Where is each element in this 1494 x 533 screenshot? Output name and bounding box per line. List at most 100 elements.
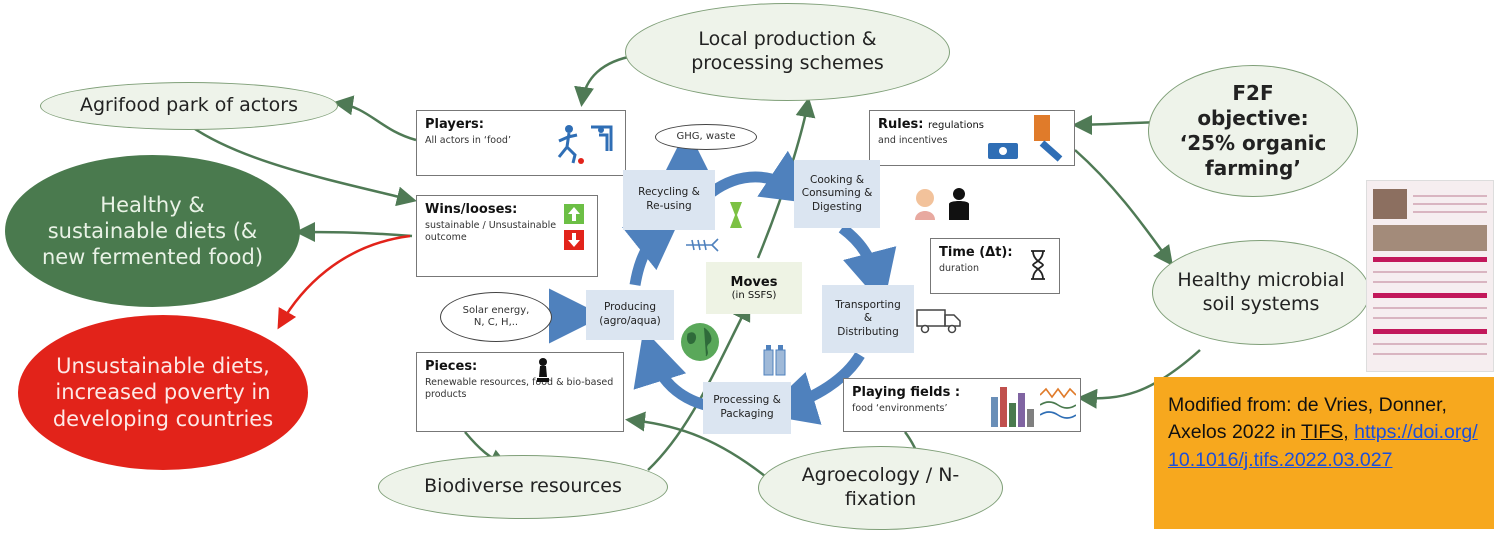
step-transporting: Transporting & Distributing	[822, 285, 914, 353]
recycle-bin-icon	[730, 202, 742, 228]
players-sub: All actors in ‘food’	[425, 135, 511, 146]
thumbnail-table-row	[1373, 353, 1487, 355]
agroecology-ellipse: Agroecology / N-fixation	[758, 446, 1003, 530]
biodiverse-resources-ellipse: Biodiverse resources	[378, 455, 668, 519]
thumbnail-table-row	[1373, 343, 1487, 345]
unsustainable-diets-label: Unsustainable diets, increased poverty i…	[52, 354, 274, 431]
arrow-microbial-to-fields	[1077, 349, 1201, 409]
pieces-title: Pieces:	[425, 359, 478, 374]
solar-energy-label: Solar energy, N, C, H,..	[462, 304, 530, 329]
rules-box: Rules: regulations and incentives	[869, 110, 1075, 166]
arrow-biodiverse-to-moves	[647, 300, 751, 471]
arrow-agroecology-to-pieces	[625, 411, 771, 481]
thumbnail-text-line	[1413, 195, 1487, 197]
step-producing-label: Producing (agro/aqua)	[599, 301, 661, 327]
f2f-objective-ellipse: F2F objective: ‘25% organic farming’	[1148, 65, 1358, 197]
arrow-rules-to-microbial	[1074, 149, 1173, 267]
bar-chart-icon	[991, 387, 1034, 427]
step-producing: Producing (agro/aqua)	[586, 290, 674, 340]
thumbnail-table-header	[1373, 329, 1487, 334]
pieces-box: Pieces: Renewable resources, food & bio-…	[416, 352, 624, 432]
step-recycling-label: Recycling & Re-using	[638, 186, 700, 212]
f2f-objective-label: F2F objective: ‘25% organic farming’	[1179, 81, 1327, 180]
journal-link[interactable]: TIFS,	[1301, 421, 1349, 444]
time-box: Time (Δt): duration	[930, 238, 1060, 294]
rules-title-rest: regulations	[928, 120, 985, 131]
agrifood-park-label: Agrifood park of actors	[80, 94, 298, 117]
thumbnail-text-line	[1413, 203, 1487, 205]
local-production-label: Local production & processing schemes	[691, 28, 884, 74]
wins-looses-box: Wins/looses: sustainable / Unsustainable…	[416, 195, 598, 277]
arrow-wins-to-healthy	[295, 222, 413, 243]
fields-title: Playing fields :	[852, 385, 961, 400]
agrifood-park-ellipse: Agrifood park of actors	[40, 82, 338, 130]
regulation-hand-icon	[1034, 115, 1063, 162]
cycle-arrow-right	[838, 223, 897, 307]
step-recycling: Recycling & Re-using	[623, 170, 715, 230]
arrow-down-icon	[564, 230, 584, 250]
wins-title: Wins/looses:	[425, 202, 518, 217]
running-player-icon	[557, 125, 613, 164]
reference-box: Modified from: de Vries, Donner, Axelos …	[1154, 377, 1494, 529]
step-processing-label: Processing & Packaging	[713, 394, 781, 420]
time-title: Time (Δt):	[939, 245, 1013, 260]
digestion-person-icon	[915, 188, 969, 220]
solar-energy-ellipse: Solar energy, N, C, H,..	[440, 292, 552, 342]
thumbnail-table-header	[1373, 257, 1487, 262]
thumbnail-table-row	[1373, 271, 1487, 273]
fields-sub: food ‘environments’	[852, 403, 948, 414]
healthy-diets-label: Healthy & sustainable diets (& new ferme…	[41, 192, 264, 270]
thumbnail-photo	[1373, 189, 1407, 219]
chess-pawn-icon	[537, 358, 549, 382]
thumbnail-table-row	[1373, 317, 1487, 319]
thumbnail-table-header	[1373, 293, 1487, 298]
arrow-agrifood-to-wins	[179, 117, 417, 207]
cycle-arrow-bottom-right	[760, 351, 865, 425]
step-cooking: Cooking & Consuming & Digesting	[794, 160, 880, 228]
thumbnail-text-line	[1413, 211, 1487, 213]
rules-sub: and incentives	[878, 135, 948, 146]
moves-sub: (in SSFS)	[731, 290, 777, 301]
bottles-icon	[763, 345, 786, 376]
thumbnail-table-row	[1373, 281, 1487, 283]
reference-text: Modified from: de Vries, Donner, Axelos …	[1168, 394, 1447, 444]
arrow-up-icon	[564, 204, 584, 224]
doi-link[interactable]: https://doi.org/10.1016/j.tifs.2022.03.0…	[1168, 421, 1478, 471]
biodiverse-resources-label: Biodiverse resources	[424, 475, 622, 498]
moves-title: Moves	[730, 275, 778, 290]
step-transporting-label: Transporting & Distributing	[835, 298, 901, 338]
rules-title-row: Rules: regulations	[878, 117, 1066, 132]
ghg-waste-label: GHG, waste	[676, 130, 736, 142]
time-sub: duration	[939, 263, 979, 274]
thumbnail-table-row	[1373, 307, 1487, 309]
thumbnail-photo-strip	[1373, 225, 1487, 251]
wave-icon	[1040, 387, 1076, 419]
hourglass-icon	[1031, 250, 1045, 280]
unsustainable-diets-ellipse: Unsustainable diets, increased poverty i…	[18, 315, 308, 470]
cycle-arrow-bottom-left	[633, 329, 707, 411]
fish-bone-icon	[686, 238, 719, 252]
step-processing: Processing & Packaging	[703, 382, 791, 434]
agroecology-label: Agroecology / N-fixation	[801, 464, 960, 510]
players-title: Players:	[425, 117, 484, 132]
arrow-wins-to-unsustainable	[277, 234, 411, 330]
wallet-icon	[988, 143, 1018, 159]
wins-sub: sustainable / Unsustainable outcome	[425, 220, 557, 244]
healthy-diets-ellipse: Healthy & sustainable diets (& new ferme…	[5, 155, 300, 307]
moves-center: Moves (in SSFS)	[706, 262, 802, 314]
playing-fields-box: Playing fields : food ‘environments’	[843, 378, 1081, 432]
step-cooking-label: Cooking & Consuming & Digesting	[801, 173, 873, 213]
microbial-soil-label: Healthy microbial soil systems	[1177, 268, 1345, 315]
globe-icon	[681, 323, 719, 361]
ghg-waste-ellipse: GHG, waste	[655, 124, 757, 150]
publication-thumbnail	[1366, 180, 1494, 372]
microbial-soil-ellipse: Healthy microbial soil systems	[1152, 240, 1370, 345]
cycle-arrow-left	[622, 214, 683, 286]
rules-title: Rules:	[878, 117, 924, 132]
cycle-arrow-top	[708, 150, 819, 205]
arrow-players-to-agrifood	[333, 95, 417, 142]
local-production-ellipse: Local production & processing schemes	[625, 3, 950, 101]
truck-icon	[916, 309, 961, 334]
pieces-sub: Renewable resources, food & bio-based pr…	[425, 377, 614, 401]
